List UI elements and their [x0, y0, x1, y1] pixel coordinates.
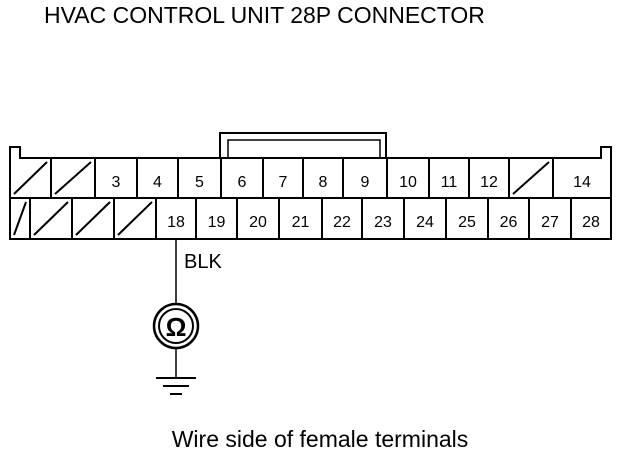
blank-cavity-slash: [54, 161, 92, 195]
probe-circuit: BLK Ω: [152, 239, 222, 395]
blank-cavity-slash: [117, 201, 153, 236]
wire-color-label: BLK: [184, 251, 222, 273]
pin-label-12: 12: [480, 174, 498, 191]
pin-label-18: 18: [167, 214, 185, 231]
pin-label-7: 7: [279, 174, 288, 191]
blank-cavity-slash: [512, 161, 550, 195]
pin-label-4: 4: [153, 174, 162, 191]
pin-label-6: 6: [238, 174, 247, 191]
pin-label-10: 10: [399, 174, 417, 191]
pin-label-22: 22: [333, 214, 351, 231]
connector-lock-tab: [219, 132, 387, 158]
pin-label-3: 3: [112, 174, 121, 191]
pin-label-19: 19: [208, 214, 226, 231]
ohmmeter-inner-ring: [158, 308, 194, 344]
pin-label-23: 23: [374, 214, 392, 231]
connector-body: [9, 146, 612, 240]
pin-label-14: 14: [573, 174, 591, 191]
blank-cavity-slash: [13, 161, 48, 195]
pin-label-28: 28: [582, 214, 600, 231]
ohm-symbol: Ω: [166, 312, 187, 342]
connector-lock-tab-inner: [227, 139, 381, 158]
blank-cavity-slash: [13, 201, 27, 236]
pin-label-8: 8: [319, 174, 328, 191]
page-title: HVAC CONTROL UNIT 28P CONNECTOR: [44, 2, 485, 28]
blank-cavity-slash: [33, 201, 69, 236]
pin-label-24: 24: [416, 214, 434, 231]
caption: Wire side of female terminals: [171, 426, 469, 452]
pin-label-20: 20: [249, 214, 267, 231]
blank-cavity-slash: [75, 201, 111, 236]
pin-label-27: 27: [541, 214, 559, 231]
pin-label-26: 26: [500, 214, 518, 231]
ground-icon: [156, 377, 196, 395]
pin-label-25: 25: [458, 214, 476, 231]
pin-label-5: 5: [195, 174, 204, 191]
connector-28p: 3 4 5 6 7 8 9 10 11 12 14 18 19 20 21 22 23 24 25 26 27 28: [9, 132, 612, 240]
pin-label-9: 9: [361, 174, 370, 191]
pin-label-11: 11: [441, 174, 458, 191]
pin-label-21: 21: [292, 214, 310, 231]
